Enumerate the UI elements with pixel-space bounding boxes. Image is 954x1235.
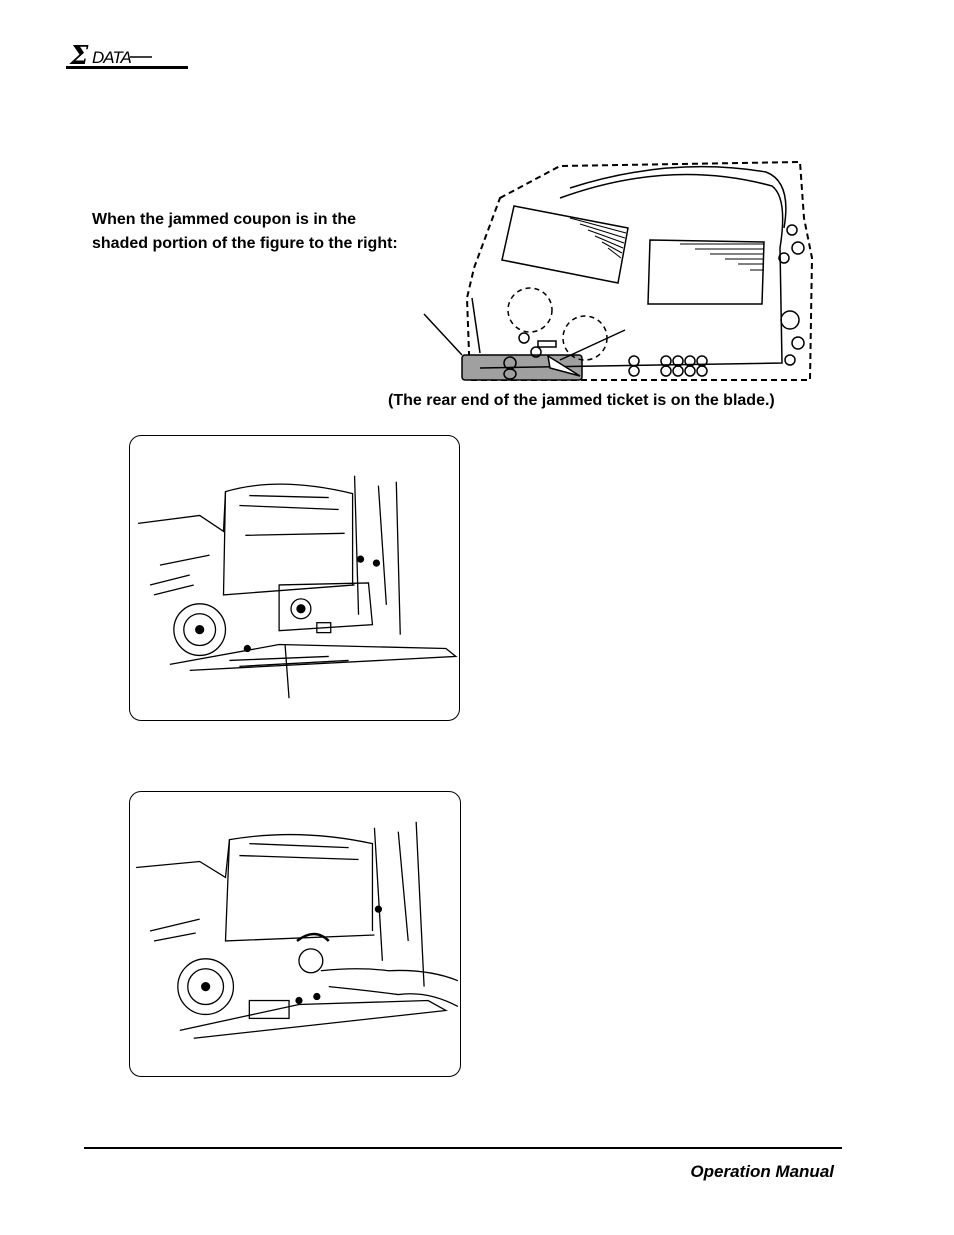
ticket-path-diagram (420, 158, 820, 388)
logo-text: DATA (92, 48, 131, 67)
diagram-caption: (The rear end of the jammed ticket is on… (388, 392, 775, 409)
intro-line-2: shaded portion of the figure to the righ… (92, 235, 398, 252)
footer-rule (84, 1147, 842, 1149)
sigma-data-logo: Σ DATA (66, 38, 190, 72)
logo-graphic: Σ DATA (66, 41, 188, 71)
logo-sigma: Σ (69, 41, 89, 71)
footer-title: Operation Manual (690, 1162, 834, 1181)
intro-instruction: When the jammed coupon is in the shaded … (92, 208, 472, 256)
printer-illustration-2 (129, 791, 461, 1077)
intro-line-1: When the jammed coupon is in the (92, 211, 357, 228)
printer-illustration-1 (129, 435, 460, 721)
